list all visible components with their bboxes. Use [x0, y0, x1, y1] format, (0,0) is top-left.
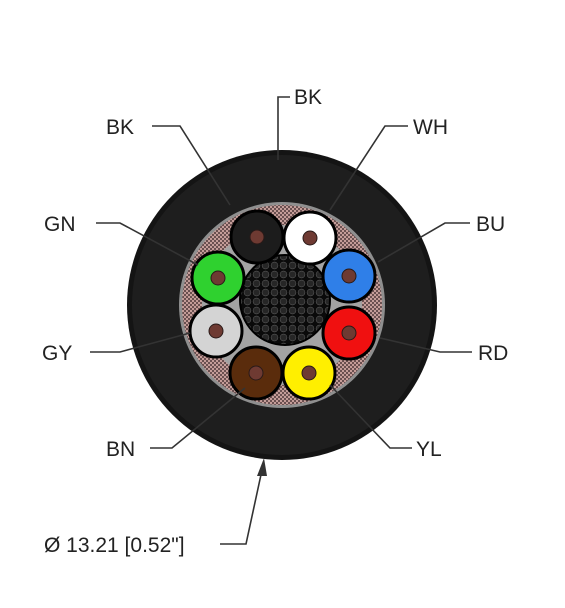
label-top-bk: BK: [294, 86, 322, 109]
leader-bn: [150, 387, 246, 449]
leader-wh: [329, 125, 408, 211]
conductor-core-gn: [210, 270, 226, 286]
central-bundle: [239, 254, 331, 346]
leader-top-bk: [277, 96, 290, 160]
conductor-group: [188, 209, 377, 401]
label-bk: BK: [106, 116, 134, 139]
label-bn: BN: [106, 438, 135, 461]
label-wh: WH: [413, 116, 448, 139]
leader-bk: [152, 125, 231, 206]
label-gn: GN: [44, 213, 76, 236]
conductor-core-bk: [249, 229, 265, 245]
dimension-arrowhead: [257, 458, 267, 476]
conductor-core-bn: [248, 365, 264, 381]
label-rd: RD: [478, 342, 508, 365]
label-yl: YL: [416, 438, 442, 461]
leader-gy: [90, 332, 191, 353]
dimension-leader: [220, 469, 263, 545]
leader-yl: [329, 384, 412, 449]
conductor-core-wh: [302, 230, 318, 246]
conductor-core-gy: [208, 323, 224, 339]
leader-gn: [96, 222, 199, 266]
leader-bu: [377, 222, 470, 263]
leader-rd: [379, 337, 472, 353]
conductor-core-yl: [301, 365, 317, 381]
dimension-label: Ø 13.21 [0.52"]: [44, 534, 185, 557]
label-gy: GY: [42, 342, 72, 365]
label-bu: BU: [476, 213, 505, 236]
conductor-core-rd: [341, 325, 357, 341]
conductor-core-bu: [341, 268, 357, 284]
